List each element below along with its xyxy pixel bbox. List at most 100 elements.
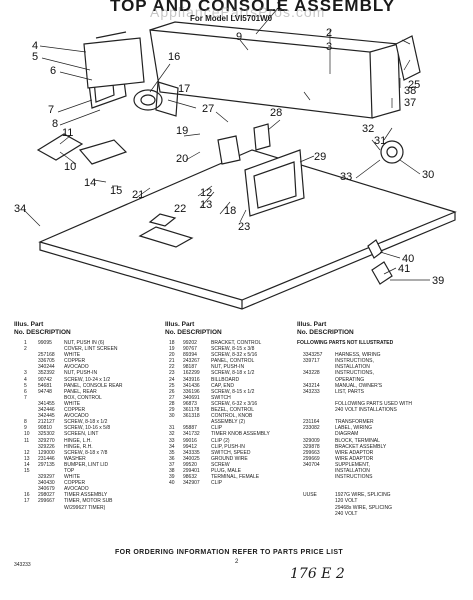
illus-number: 6 xyxy=(24,388,27,395)
part-number: 329878 xyxy=(303,443,320,450)
part-description: DIAGRAM xyxy=(335,431,359,438)
part-row: 240 VOLT INSTALLATIONS xyxy=(297,407,467,413)
part-number: 343233 xyxy=(303,388,320,395)
illus-number: 3 xyxy=(24,370,27,377)
illus-number: 12 xyxy=(24,449,30,456)
part-number: 257168 xyxy=(38,352,55,359)
illus-number: 38 xyxy=(169,467,175,474)
part-row: DIAGRAM xyxy=(297,431,467,437)
part-number: 340025 xyxy=(183,455,200,462)
part-number: 299663 xyxy=(303,449,320,456)
part-description: COPPER xyxy=(64,407,86,414)
part-number: 329009 xyxy=(303,437,320,444)
part-description: SCREW xyxy=(211,461,230,468)
callout-23: 23 xyxy=(238,221,250,233)
part-description: MANUAL, OWNER'S xyxy=(335,382,383,389)
part-description: SCREW, 8-32 x 5/16 xyxy=(211,352,258,359)
switch xyxy=(217,135,241,165)
callout-33: 33 xyxy=(340,171,352,183)
part-number: 299669 xyxy=(303,455,320,462)
part-description: SCREW, 6-32 x 3/16 xyxy=(211,400,258,407)
part-description: BLOCK, TERMINAL xyxy=(335,437,380,444)
part-row: 329009 BLOCK, TERMINAL xyxy=(297,438,467,444)
part-description: COPPER xyxy=(64,358,86,365)
part-row: INSTALLATION xyxy=(297,364,467,370)
part-number: 325302 xyxy=(38,431,55,438)
part-number: 340244 xyxy=(38,364,55,371)
illus-number: 23 xyxy=(169,370,175,377)
part-number: 89394 xyxy=(183,352,197,359)
page-title: TOP AND CONSOLE ASSEMBLY xyxy=(110,0,396,15)
part-description: CLIP xyxy=(211,425,223,432)
callout-14: 14 xyxy=(84,177,96,189)
part-number: 299667 xyxy=(38,498,55,505)
part-description: WHITE xyxy=(64,474,81,481)
callout-39: 39 xyxy=(432,275,444,287)
callout-20: 20 xyxy=(176,153,188,165)
illus-number: 2 xyxy=(24,346,27,353)
callout-13: 13 xyxy=(200,199,212,211)
illus-number: 36 xyxy=(169,455,175,462)
part-description: INSTALLATION xyxy=(335,364,370,371)
part-number: 343335 xyxy=(183,449,200,456)
callout-2: 2 xyxy=(326,27,332,39)
part-row: 240 VOLT xyxy=(297,511,467,517)
part-description: BRACKET, CONTROL xyxy=(211,340,262,346)
part-description: HARNESS, WIRING xyxy=(335,352,381,359)
part-number: 98187 xyxy=(183,364,197,371)
callout-11: 11 xyxy=(62,127,73,139)
part-description: SCREW, 10-24 x 1/2 xyxy=(64,376,111,383)
terminal xyxy=(371,261,393,285)
callout-5: 5 xyxy=(32,51,38,63)
part-number: 96873 xyxy=(183,400,197,407)
part-number: 99095 xyxy=(38,340,52,346)
part-number: 90742 xyxy=(38,376,52,383)
part-description: OPERATING xyxy=(335,376,365,383)
illus-number: 9 xyxy=(24,425,27,432)
control-bezel xyxy=(244,149,305,217)
part-description: SCREW, 10-16 x 5/8 xyxy=(64,425,111,432)
part-description: SCREEN, LINT xyxy=(64,431,99,438)
illus-number: 28 xyxy=(169,400,175,407)
callout-34: 34 xyxy=(14,203,26,215)
part-description: WASHER xyxy=(64,455,86,462)
callout-27: 27 xyxy=(202,103,214,115)
part-description: NUT, PUSH IN (6) xyxy=(64,340,105,346)
part-description: TIMER ASSEMBLY xyxy=(64,492,108,499)
part-number: 54681 xyxy=(38,382,52,389)
illus-number: 37 xyxy=(169,461,175,468)
part-number: 342907 xyxy=(183,480,200,487)
part-row: ASSEMBLY (2) xyxy=(165,419,295,425)
part-number: 243267 xyxy=(183,358,200,365)
part-description: HINGE, R.H. xyxy=(64,443,93,450)
part-row: OPERATING xyxy=(297,377,467,383)
part-number: 339717 xyxy=(303,358,320,365)
part-description: CONTROL, KNOB xyxy=(211,413,253,420)
callout-28: 28 xyxy=(270,107,282,119)
part-number: 340679 xyxy=(38,486,55,493)
part-description: SCREW, 8-15 x 3/8 xyxy=(211,346,255,353)
part-description: CLIP, PUSH-IN xyxy=(211,443,245,450)
column-header-no-description: No. DESCRIPTION xyxy=(165,329,222,336)
